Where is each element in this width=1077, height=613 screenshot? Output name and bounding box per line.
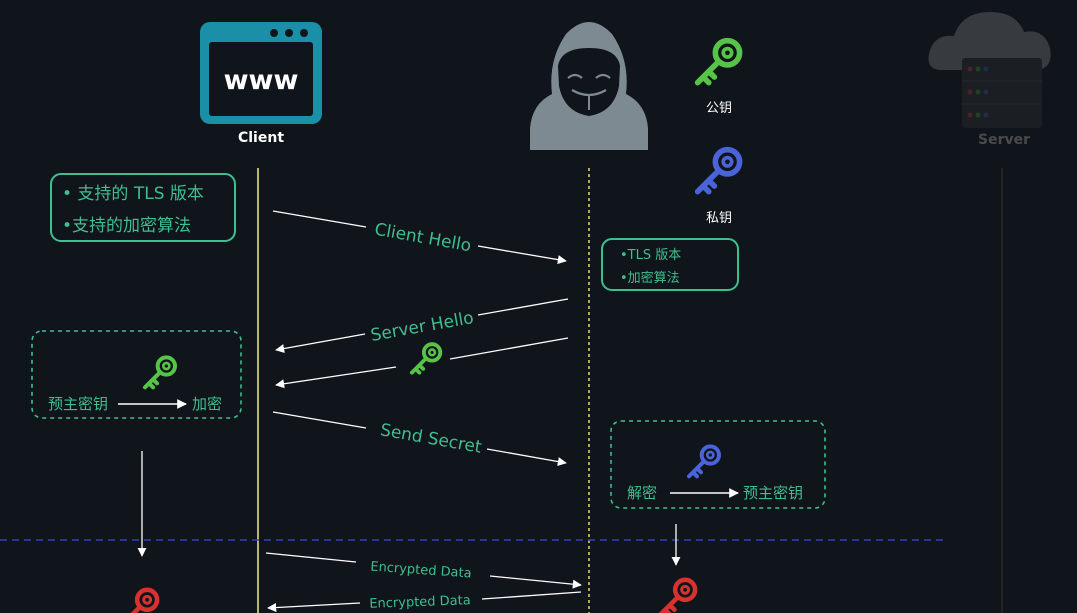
server-label: Server — [978, 132, 1030, 148]
decrypt-box — [610, 420, 826, 509]
decrypt-private-key-icon — [687, 444, 721, 479]
client-label: Client — [238, 130, 284, 146]
send-secret-arrow-a — [272, 411, 367, 429]
public-key-label: 公钥 — [706, 101, 732, 116]
client-screen-text: www — [224, 65, 299, 96]
encrypted-data-arrow-1b — [489, 575, 582, 589]
server-hello-label: Server Hello — [369, 308, 475, 346]
client-session-key-icon — [123, 590, 158, 613]
public-key-icon — [698, 41, 740, 83]
server-hello-arrow-a — [477, 298, 569, 316]
attacker-session-key-icon — [661, 580, 696, 613]
encrypted-data-label-1: Encrypted Data — [370, 559, 472, 581]
encrypt-public-key-icon — [143, 355, 177, 390]
encrypt-to-label: 加密 — [192, 395, 222, 413]
client-capabilities-box — [50, 173, 236, 242]
transferred-public-key-icon — [409, 342, 443, 375]
server-cloud-icon — [928, 12, 1051, 128]
encrypted-data-arrow-2a — [481, 591, 582, 600]
private-key-icon — [698, 150, 740, 192]
private-key-label: 私钥 — [706, 211, 732, 226]
attacker-captured-box — [601, 238, 739, 291]
attacker-box-line1: •TLS 版本 — [620, 248, 681, 263]
server-hello-arrow-b — [275, 333, 366, 354]
client-hello-arrow-b — [477, 245, 567, 265]
client-hello-arrow-a — [272, 210, 367, 228]
send-secret-arrow-b — [486, 448, 567, 467]
decrypt-from-label: 解密 — [627, 484, 657, 502]
send-secret-label: Send Secret — [379, 420, 484, 458]
hacker-icon — [530, 22, 648, 150]
decrypt-to-label: 预主密钥 — [743, 484, 803, 502]
client-box-line1: • 支持的 TLS 版本 — [62, 184, 204, 204]
client-browser-icon: www — [200, 22, 322, 124]
client-box-line2: •支持的加密算法 — [62, 216, 191, 236]
encrypted-data-arrow-1a — [265, 552, 357, 563]
encrypt-from-label: 预主密钥 — [48, 395, 108, 413]
encrypted-data-arrow-2b — [267, 602, 361, 613]
public-key-arrow-a — [449, 337, 569, 360]
attacker-box-line2: •加密算法 — [620, 270, 680, 286]
public-key-arrow-b — [275, 366, 397, 389]
encrypted-data-label-2: Encrypted Data — [369, 593, 471, 612]
client-hello-label: Client Hello — [373, 220, 473, 257]
